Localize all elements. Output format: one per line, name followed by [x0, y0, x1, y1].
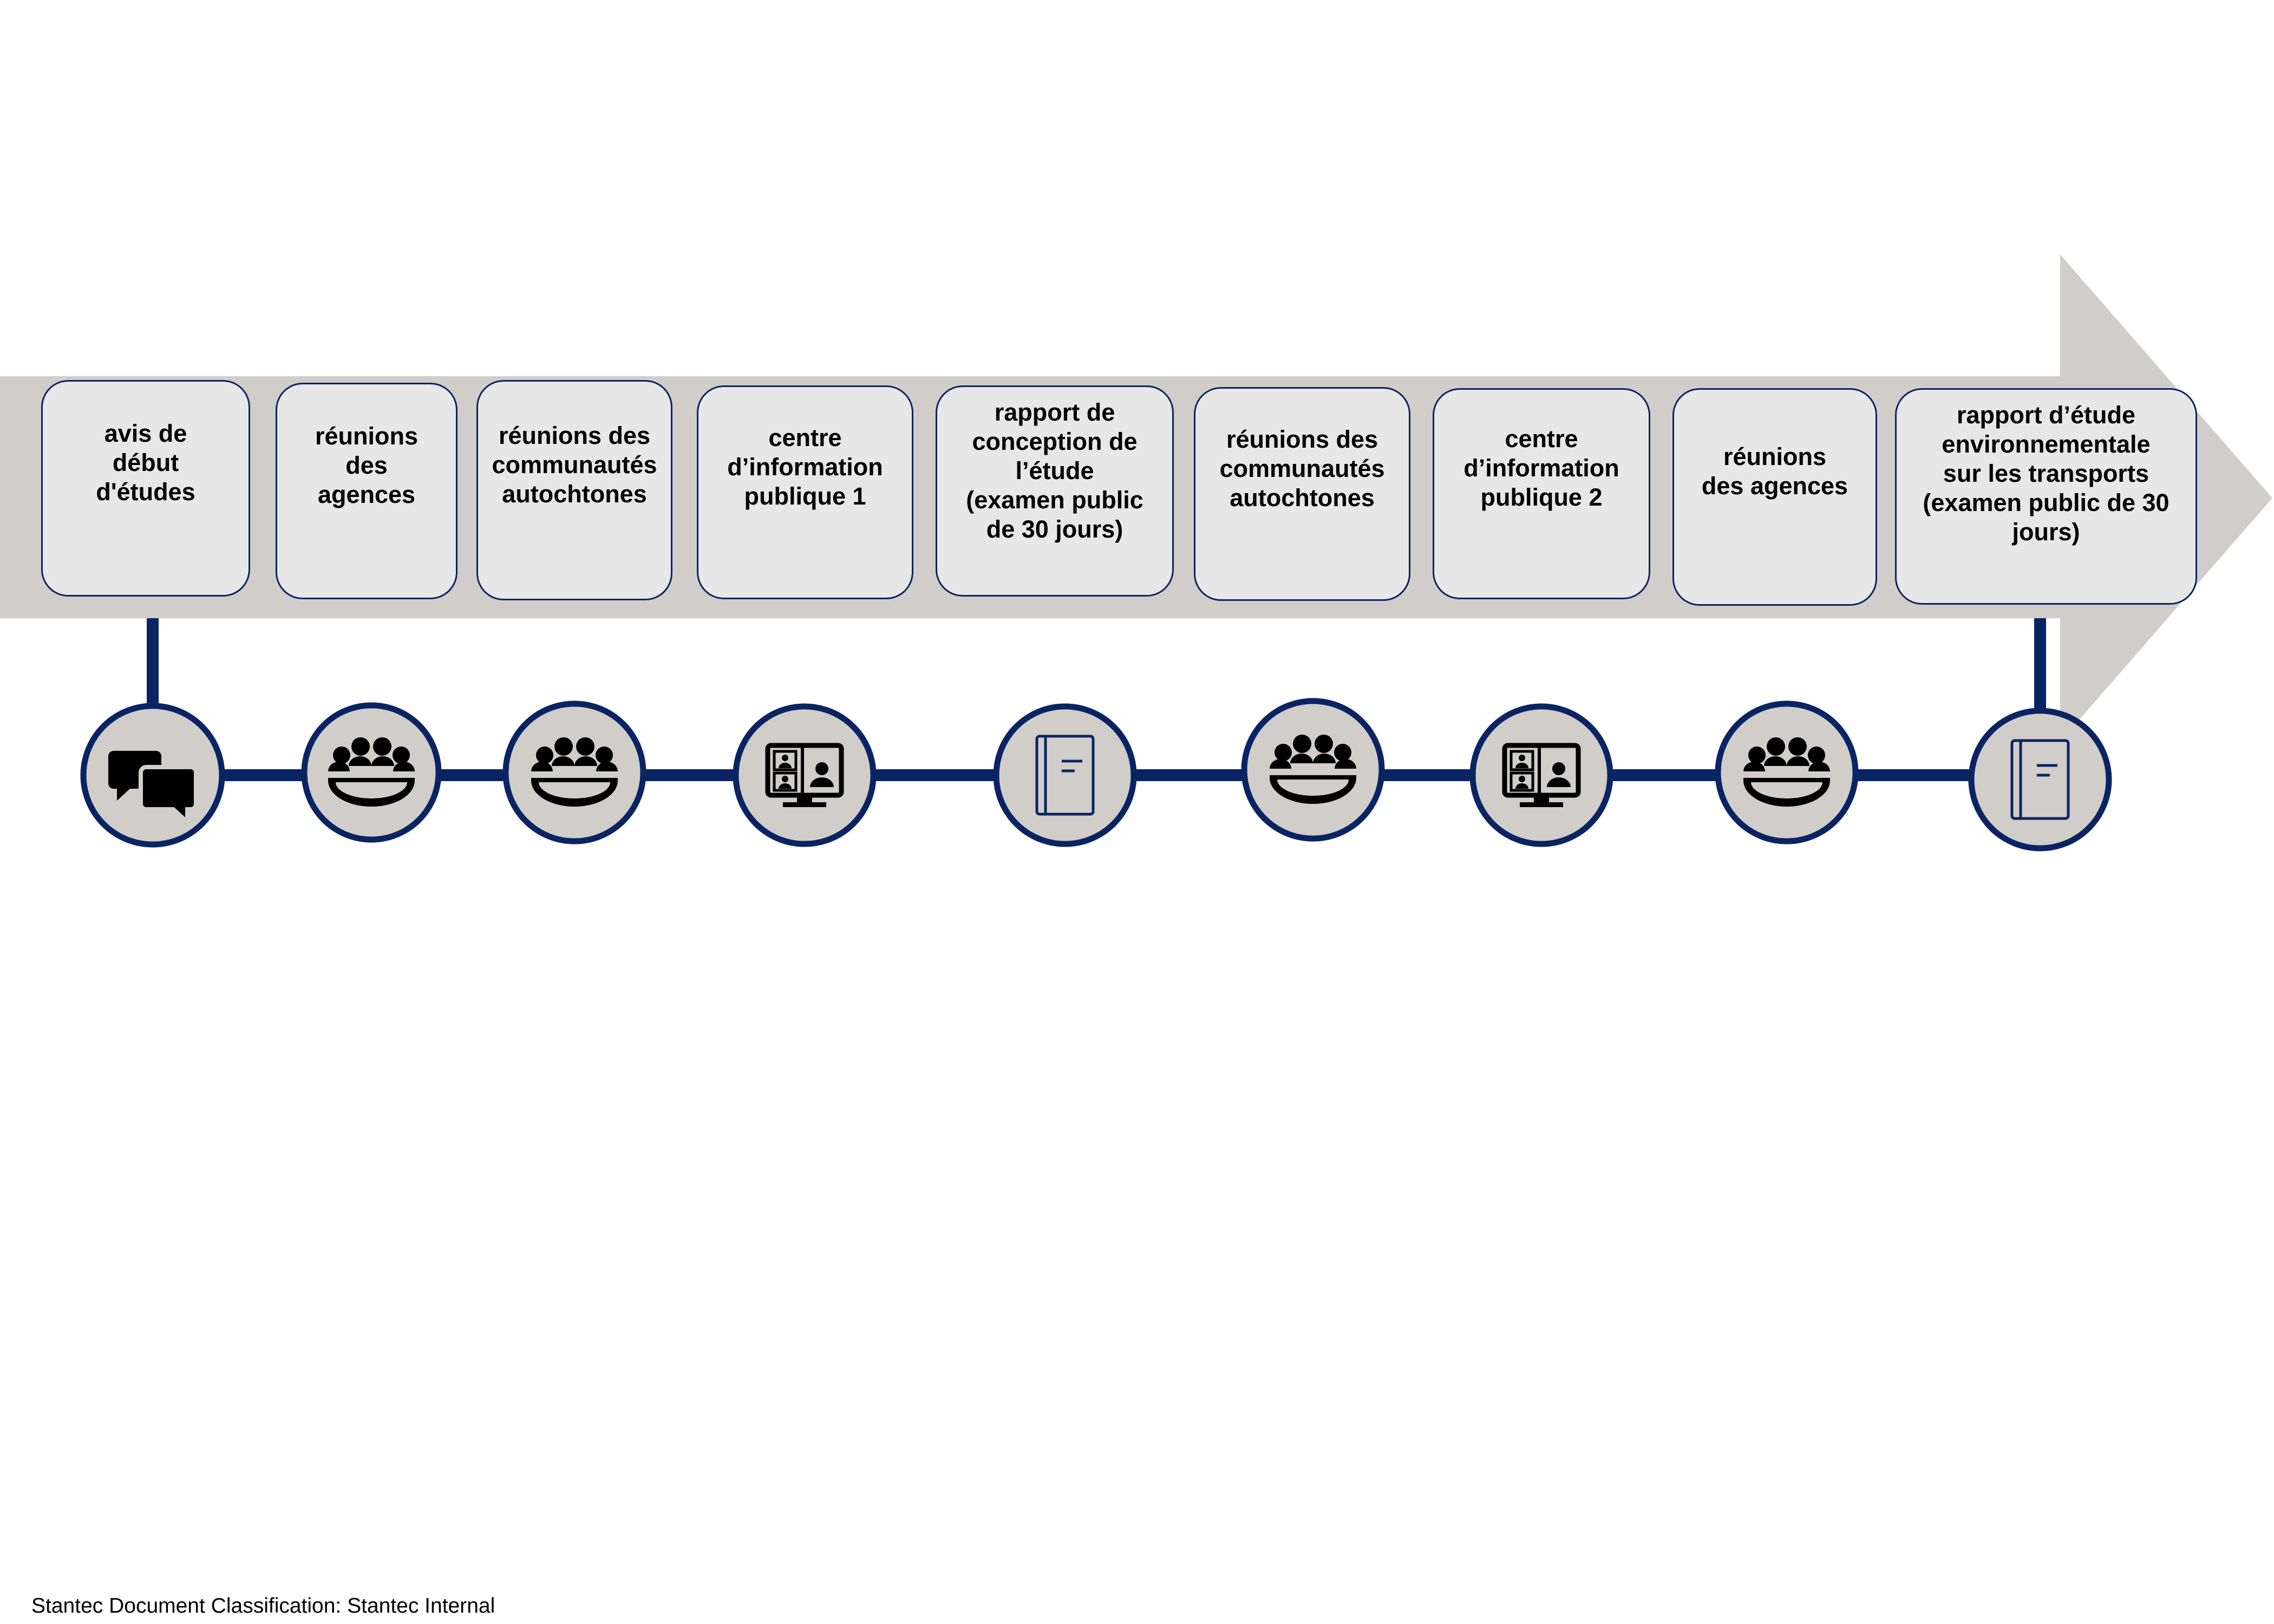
- video-conference-icon: [1502, 743, 1581, 807]
- document-classification: Stantec Document Classification: Stantec…: [31, 1594, 495, 1618]
- step-circle: [301, 702, 442, 843]
- step-box: centre d’information publique 2: [1433, 388, 1650, 599]
- report-document-icon: [1035, 735, 1095, 816]
- video-conference-icon: [765, 743, 844, 807]
- step-circle: [1469, 703, 1613, 847]
- step-label: réunions des communautés autochtones: [492, 421, 657, 508]
- step-box: avis de début d'études: [41, 380, 250, 597]
- step-box: rapport d’étude environnementale sur les…: [1895, 388, 2197, 605]
- step-box: réunions des agences: [1672, 388, 1877, 606]
- step-label: centre d’information publique 1: [727, 423, 883, 510]
- step-circle: [502, 700, 646, 844]
- step-label: rapport d’étude environnementale sur les…: [1923, 401, 2170, 546]
- step-circle: [733, 703, 877, 847]
- step-label: centre d’information publique 2: [1463, 425, 1619, 511]
- step-circle: [1968, 708, 2112, 852]
- step-box: réunions des agences: [276, 383, 458, 599]
- group-meeting-icon: [531, 737, 618, 807]
- step-label: avis de début d'études: [96, 420, 195, 506]
- group-meeting-icon: [1743, 737, 1830, 807]
- step-circle: [1715, 700, 1859, 844]
- step-box: réunions des communautés autochtones: [1194, 387, 1410, 601]
- step-label: réunions des agences: [315, 422, 419, 508]
- step-label: réunions des communautés autochtones: [1219, 425, 1385, 512]
- step-box: centre d’information publique 1: [697, 385, 913, 599]
- step-box: rapport de conception de l’étude (examen…: [936, 385, 1174, 597]
- report-document-icon: [2010, 739, 2070, 820]
- step-label: réunions des agences: [1701, 443, 1848, 500]
- chat-bubbles-icon: [108, 751, 198, 828]
- group-meeting-icon: [1270, 735, 1356, 804]
- step-circle: [993, 703, 1137, 847]
- group-meeting-icon: [328, 737, 415, 807]
- step-label: rapport de conception de l’étude (examen…: [966, 398, 1143, 543]
- step-box: réunions des communautés autochtones: [476, 380, 672, 600]
- step-circle: [1241, 698, 1385, 842]
